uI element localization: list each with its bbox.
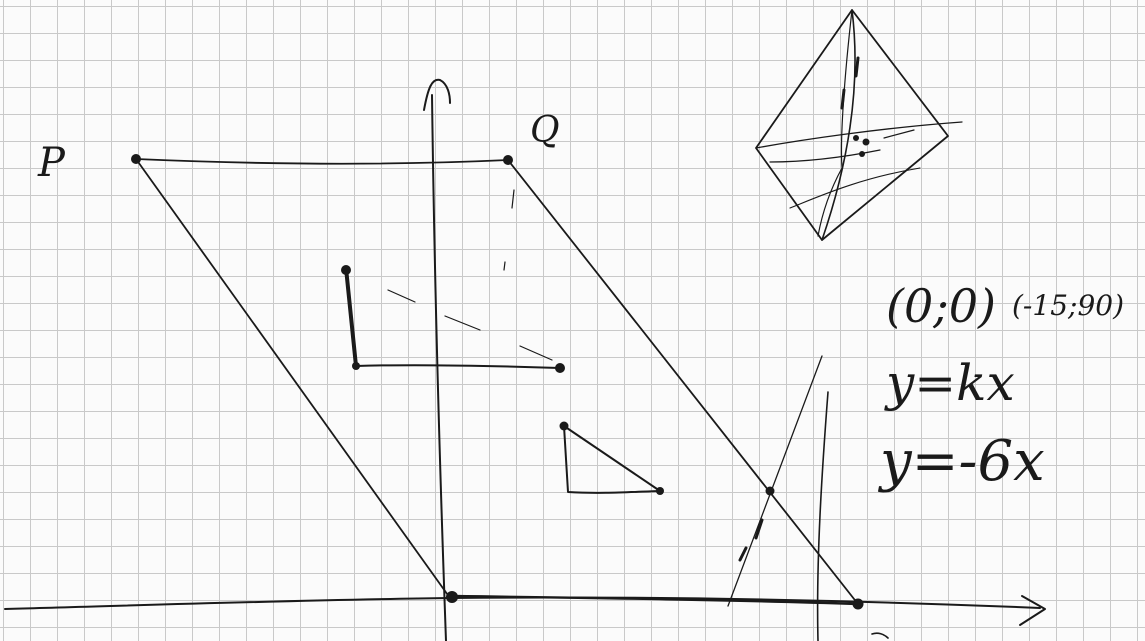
octahedron-point [859,151,865,157]
triangle-vertex-right [656,487,664,495]
segment-q-right [507,159,859,605]
x-axis [4,596,1041,610]
point-p [131,154,141,164]
l-shape-top-point [341,265,351,275]
vertical-line-foot [871,632,889,639]
faint-tick [503,261,506,271]
l-shape-end-point [555,363,565,373]
note-equation-kx: y=kx [884,354,1015,412]
x-axis-arrow [1019,595,1046,626]
intersection-point [765,486,775,496]
triangle-vertex-top [559,421,569,431]
note-equation-6x: y=-6x [877,429,1045,494]
note-coords-second: (-15;90) [1012,289,1124,322]
faint-tick [511,189,515,209]
octahedron-center [862,138,870,146]
octahedron-edge [821,9,856,241]
octahedron-point [853,135,859,141]
octahedron-edge [755,121,963,149]
y-axis-arrow [423,78,451,111]
octahedron-dash [883,129,915,139]
octahedron-dash [840,56,860,110]
l-shape-vertical [344,266,358,368]
octahedron-edge [817,167,843,237]
triangle-outline [563,425,661,494]
octahedron-sketch [755,9,963,241]
vertical-line [816,391,889,641]
l-shape [341,265,565,373]
point-q [503,155,513,165]
note-coords-origin: (0;0) [886,279,996,333]
label-q: Q [530,110,560,151]
octahedron-edge [769,149,881,163]
line-y-kx [727,355,823,607]
segment-base [450,594,860,606]
coordinate-axes [4,78,1046,641]
triangle [559,421,664,495]
y-axis [431,94,447,641]
line-kx-dash [754,518,764,540]
parallelogram [131,154,864,610]
segment-pq [135,158,509,165]
label-p: P [37,140,66,186]
dashed-guide [387,289,553,361]
vertical-line-stroke [816,391,829,641]
segment-p-origin [135,158,451,599]
point-origin [446,591,458,603]
point-bottom-right [852,598,864,610]
l-shape-horizontal [355,364,561,369]
line-kx [727,355,823,607]
line-kx-dash [738,546,748,562]
l-shape-corner-point [352,362,360,370]
octahedron-edge [789,167,921,209]
